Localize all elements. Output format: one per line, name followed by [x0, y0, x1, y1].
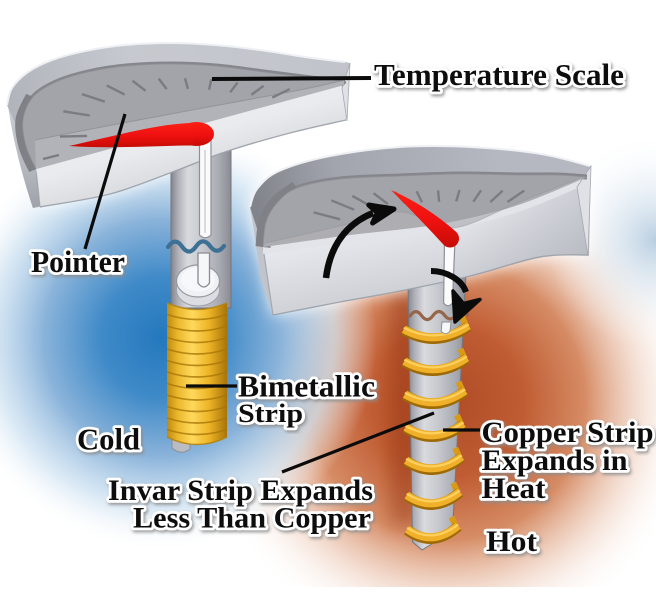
svg-text:Temperature Scale: Temperature Scale	[374, 57, 624, 92]
svg-text:Expands in: Expands in	[482, 444, 628, 477]
svg-text:Less Than Copper: Less Than Copper	[133, 502, 371, 535]
svg-text:Hot: Hot	[486, 525, 537, 558]
svg-text:Strip: Strip	[238, 399, 303, 428]
svg-text:Heat: Heat	[482, 472, 546, 505]
svg-text:Cold: Cold	[77, 422, 140, 457]
svg-text:Pointer: Pointer	[31, 244, 125, 279]
svg-text:Invar Strip Expands: Invar Strip Expands	[108, 474, 373, 507]
svg-text:Copper Strip: Copper Strip	[482, 416, 654, 449]
svg-text:Bimetallic: Bimetallic	[238, 369, 375, 404]
